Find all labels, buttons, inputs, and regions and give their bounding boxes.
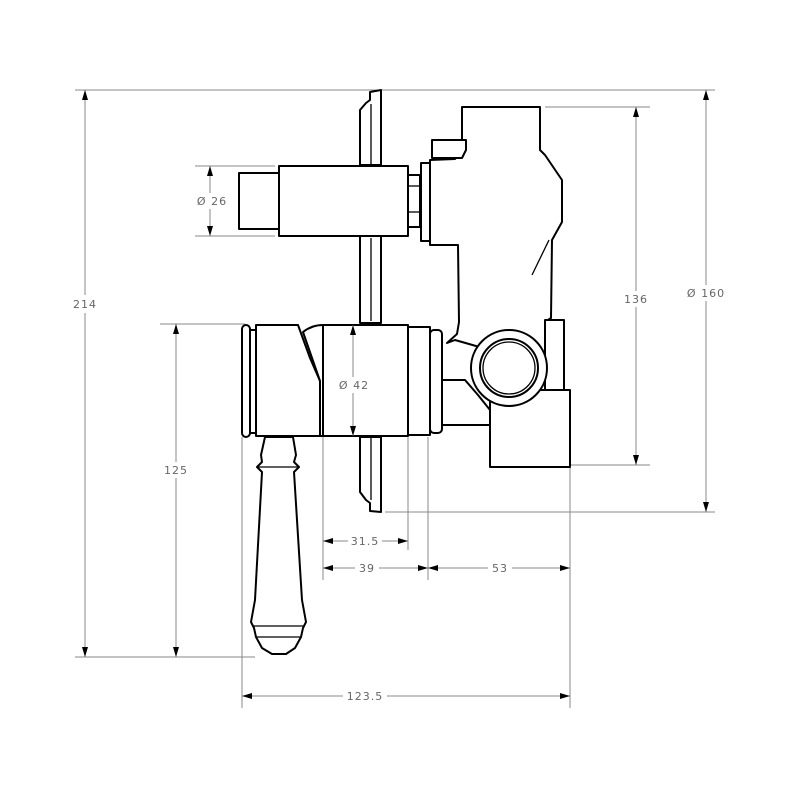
label-overall-depth: 123.5 xyxy=(347,690,384,703)
label-outlet-diameter: Ø 26 xyxy=(197,195,227,208)
label-body-depth: 53 xyxy=(492,562,508,575)
extension-lines xyxy=(75,89,715,708)
dimension-labels: 214 Ø 26 125 136 Ø 160 Ø 42 31.5 39 53 1… xyxy=(73,193,726,704)
label-overall-height: 214 xyxy=(73,298,97,311)
label-body-height: 136 xyxy=(624,293,648,306)
valve-body xyxy=(429,106,571,468)
label-plate-diameter: Ø 160 xyxy=(687,287,725,300)
label-handle-height: 125 xyxy=(164,464,188,477)
label-depth-min: 31.5 xyxy=(351,535,380,548)
outlet-cartridge xyxy=(238,162,431,242)
arrowheads xyxy=(82,90,709,699)
label-cartridge-diameter: Ø 42 xyxy=(339,379,369,392)
wall-plate xyxy=(359,89,382,513)
lever-handle xyxy=(250,436,307,655)
label-depth-max: 39 xyxy=(359,562,375,575)
